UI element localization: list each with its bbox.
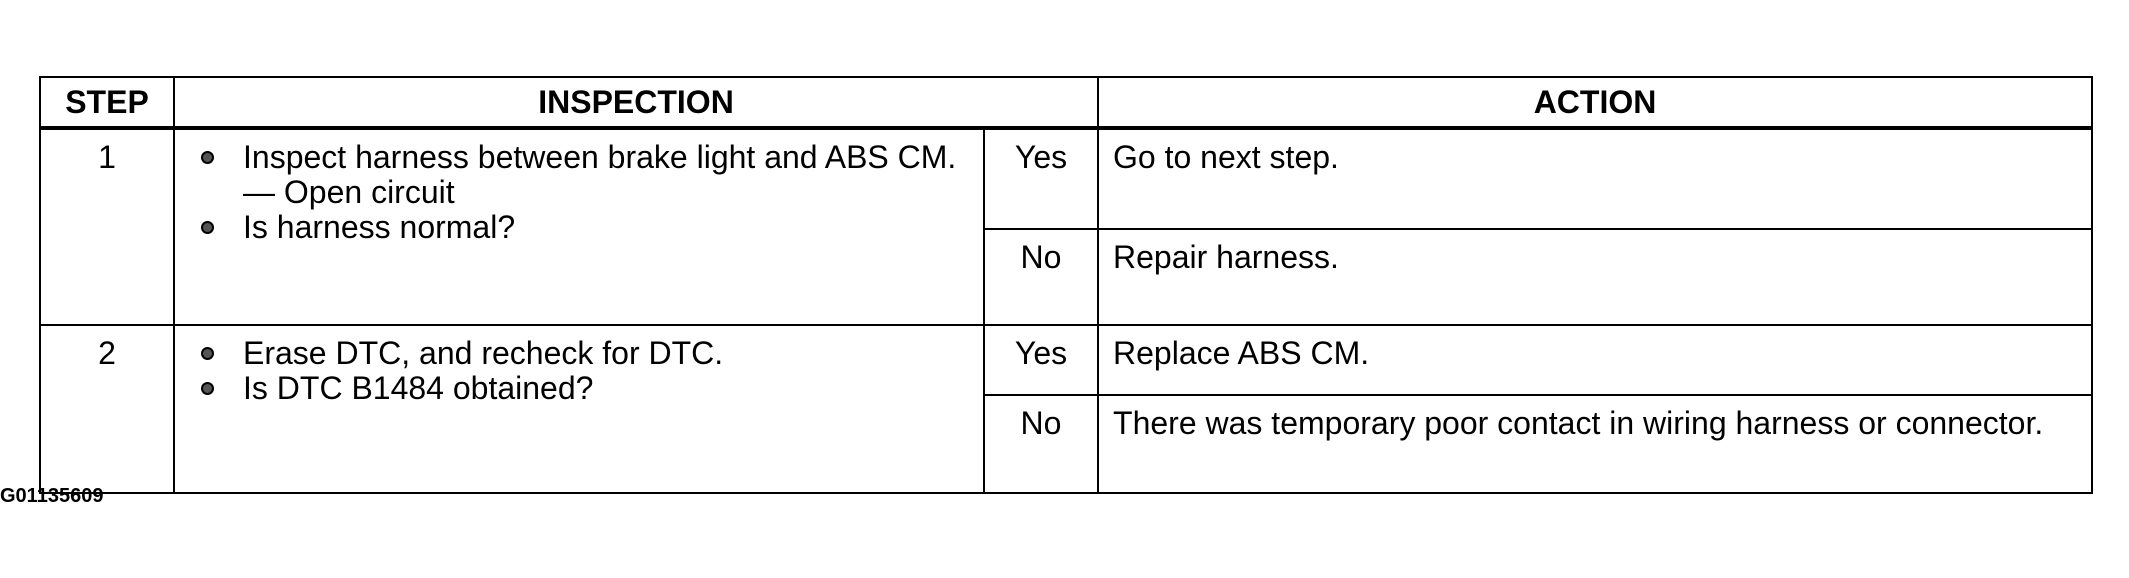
- no-action: Repair harness.: [1097, 228, 2094, 326]
- inspection-text: Is DTC B1484 obtained?: [243, 370, 594, 406]
- inspection-cell: Erase DTC, and recheck for DTC. Is DTC B…: [173, 324, 985, 494]
- bullet-dot-icon: [201, 221, 214, 234]
- inspection-item: Is DTC B1484 obtained?: [197, 371, 973, 406]
- step-number: 1: [39, 127, 175, 326]
- table-row: 2 Erase DTC, and recheck for DTC. Is DTC…: [39, 324, 2094, 494]
- yes-action: Go to next step.: [1097, 127, 2094, 230]
- inspection-item: Inspect harness between brake light and …: [197, 140, 973, 175]
- inspection-cell: Inspect harness between brake light and …: [173, 127, 985, 326]
- yes-label: Yes: [982, 324, 1100, 396]
- table-header-row: STEP INSPECTION ACTION: [39, 76, 2094, 130]
- diagnostic-procedure-table: STEP INSPECTION ACTION 1 Inspect harness…: [39, 76, 2094, 494]
- table-row: 1 Inspect harness between brake light an…: [39, 127, 2094, 326]
- no-label: No: [982, 394, 1100, 494]
- bullet-dot-icon: [201, 347, 214, 360]
- no-label: No: [982, 228, 1100, 326]
- inspection-item: Erase DTC, and recheck for DTC.: [197, 336, 973, 371]
- bullet-dot-icon: [201, 151, 214, 164]
- step-number: 2: [39, 324, 175, 494]
- header-action: ACTION: [1097, 76, 2094, 130]
- figure-id: G01135609: [0, 485, 104, 507]
- table-row: No There was temporary poor contact in w…: [40, 394, 2094, 494]
- inspection-subitem: — Open circuit: [243, 174, 455, 210]
- inspection-text: Erase DTC, and recheck for DTC.: [243, 335, 724, 371]
- no-action: There was temporary poor contact in wiri…: [1097, 394, 2094, 494]
- bullet-dot-icon: [201, 382, 214, 395]
- inspection-text: Is harness normal?: [243, 209, 516, 245]
- yes-label: Yes: [982, 127, 1100, 230]
- header-inspection: INSPECTION: [172, 76, 1100, 130]
- table-row: No Repair harness.: [40, 228, 2094, 326]
- yes-action: Replace ABS CM.: [1097, 324, 2094, 396]
- inspection-item: Is harness normal?: [197, 210, 973, 245]
- inspection-text: Inspect harness between brake light and …: [243, 139, 957, 175]
- header-step: STEP: [39, 76, 175, 130]
